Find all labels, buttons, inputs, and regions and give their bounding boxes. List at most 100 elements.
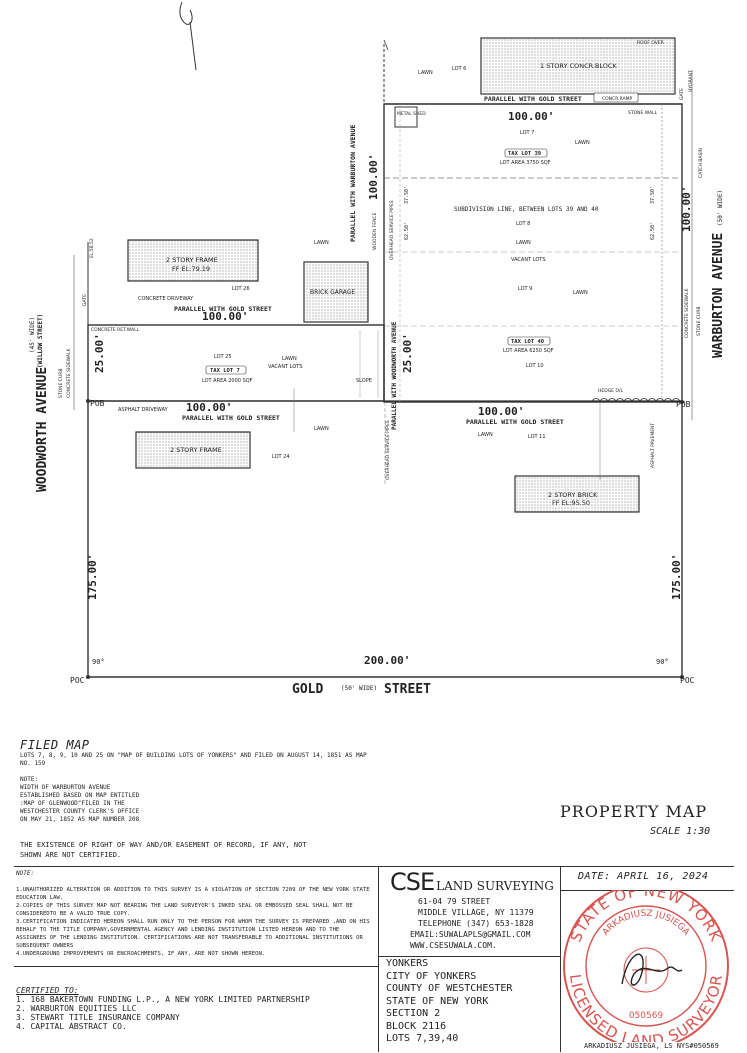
dim-bottom-left-100: 100.00': [186, 401, 232, 414]
filed-map-heading: FILED MAP: [20, 738, 90, 752]
lot-10: LOT 10: [526, 363, 544, 369]
survey-notes: NOTE: 1.UNAUTHORIZED ALTERATION OR ADDIT…: [16, 870, 372, 958]
company-email: EMAIL:SUWALAPLS@GMAIL.COM: [410, 930, 531, 939]
seal-emblem: [623, 947, 669, 993]
poc-left: POC: [70, 676, 85, 685]
tax-lot-39-area: LOT AREA 3750 SQF: [500, 160, 551, 166]
dim-left-25: 25.00': [93, 333, 106, 373]
dim-bottom-200: 200.00': [364, 654, 410, 667]
filed-map-note-line: :MAP OF GLENWOOD"FILED IN THE: [20, 800, 125, 807]
frame-top-label: 2 STORY FRAME: [166, 256, 218, 264]
location-line: LOTS 7,39,40: [386, 1033, 459, 1044]
company-phone: TELEPHONE (347) 653-1828: [418, 919, 534, 928]
signature: [621, 953, 683, 986]
company-website: WWW.CSESUWALA.COM.: [410, 941, 497, 950]
catch-basin-label: CATCH BASIN: [698, 148, 704, 178]
company-address-1: 61-04 79 STREET: [418, 897, 491, 906]
vacant-lots-right: VACANT LOTS: [511, 257, 546, 263]
stone-curb-left: STONE CURB: [58, 369, 64, 398]
brick-right-ff: FF EL:95.50: [552, 499, 590, 507]
dim-left-vertical-100: 100.00': [367, 154, 380, 200]
tax-lot-7-area: LOT AREA 2000 SQF: [202, 378, 253, 384]
concrete-driveway-label: CONCRETE DRIVEWAY: [138, 296, 194, 302]
gold-street-label: GOLD: [292, 682, 323, 697]
parallel-gold-top: PARALLEL WITH GOLD STREET: [484, 95, 582, 103]
gold-street-width-label: (50' WIDE): [341, 685, 377, 692]
certified-item: 4. CAPITAL ABSTRACT CO.: [16, 1022, 127, 1031]
metal-shed-label: METAL SHED: [397, 111, 426, 117]
dim-center-25: 25.00': [401, 333, 414, 373]
two-story-frame-bottom: [135, 431, 251, 469]
location-line: SECTION 2: [386, 1008, 441, 1019]
tax-lot-40-area: LOT AREA 6250 SQF: [503, 348, 554, 354]
filed-map-note-label: NOTE:: [20, 776, 39, 783]
filed-map-note-line: WIDTH OF WARBURTON AVENUE: [20, 784, 111, 791]
hedge-label: HEDGE O/L: [598, 388, 624, 394]
lawn-lot9: LAWN: [573, 290, 588, 296]
frame-bottom-label: 2 STORY FRAME: [170, 446, 222, 454]
subject-parcel-right: [383, 103, 683, 403]
filed-map-note-line: WESTCHESTER COUNTY CLERK'S OFFICE: [20, 808, 140, 815]
title-block-divider-5: [14, 966, 378, 967]
hedge: [591, 398, 681, 402]
note-item: 2.COPIES OF THIS SURVEY MAP NOT BEARING …: [16, 903, 353, 917]
gate-left-label: GATE: [82, 294, 88, 306]
surveyor-seal: STATE OF NEW YORK LICENSED LAND SURVEYOR…: [563, 890, 729, 1042]
location-line: STATE OF NEW YORK: [386, 995, 489, 1007]
parallel-gold-mid: PARALLEL WITH GOLD STREET: [174, 305, 272, 313]
concrete-sidewalk-left: CONCRETE SIDEWALK: [66, 348, 72, 398]
note-item: 1.UNAUTHORIZED ALTERATION OR ADDITION TO…: [16, 887, 370, 901]
dim-top-right-100: 100.00': [508, 110, 554, 123]
woodworth-alias-label: (WILLOW STREET): [37, 314, 44, 368]
frame-top-ff: FF EL:79.19: [172, 265, 210, 273]
seal-number: 050569: [629, 1011, 664, 1021]
overhead-pipes-bottom: OVERHEAD SERVICE PIPES: [385, 420, 391, 480]
pob-right: POB: [676, 400, 691, 409]
asphalt-pavement-label: ASPHALT PAVEMENT: [650, 423, 656, 468]
slope-label: SLOPE: [356, 378, 372, 384]
dim-right-175: 175.00': [670, 554, 683, 600]
survey-date: DATE: APRIL 16, 2024: [578, 871, 709, 882]
stone-curb-right: STONE CURB: [696, 307, 702, 336]
note-item: 3.CERTIFICATION INDICATED HEREON SHALL R…: [16, 919, 370, 949]
subdivision-line-label: SUBDIVISION LINE, BETWEEN LOTS 39 AND 40: [454, 206, 599, 213]
vacant-lots-left: VACANT LOTS: [268, 364, 303, 370]
tax-lot-7: TAX LOT 7: [210, 368, 240, 374]
woodworth-avenue-label: WOODWORTH AVENUE: [35, 367, 50, 492]
brick-right-label: 2 STORY BRICK: [548, 491, 598, 499]
tax-lot-40: TAX LOT 40: [511, 339, 544, 345]
title-block-divider-1: [378, 866, 379, 1052]
woodworth-width-label: (45' WIDE): [29, 317, 36, 353]
location-line: BLOCK 2116: [386, 1020, 447, 1032]
brick-garage-label: BRICK GARAGE: [310, 289, 355, 296]
warburton-width-label: (50' WIDE): [717, 190, 724, 226]
location-block: YONKERS CITY OF YONKERS COUNTY OF WESTCH…: [386, 958, 512, 1046]
el-top-label: EL:58.52: [89, 238, 95, 258]
dim-62-left: 62.50': [404, 222, 410, 240]
angle-left: 90°: [92, 658, 105, 666]
lot-8: LOT 8: [516, 221, 530, 227]
wooden-fence-label: WOODEN FENCE: [372, 212, 378, 250]
lawn-lot6: LAWN: [418, 70, 433, 76]
two-story-brick-right: [514, 475, 640, 513]
title-block-frame: [14, 866, 734, 1053]
certified-item: 2. WARBURTON EQUITIES LLC: [16, 1004, 137, 1013]
seal-name: ARKADIUSZ JUSIEGA: [601, 909, 692, 938]
note-item: 4.UNDERGROUND IMPROVEMENTS OR ENCROACHME…: [16, 951, 266, 957]
lot-24: LOT 24: [272, 454, 290, 460]
lawn-lot8: LAWN: [516, 240, 531, 246]
dim-mid-left-100: 100.00': [202, 310, 248, 323]
svg-text:ARKADIUSZ JUSIEGA: ARKADIUSZ JUSIEGA: [601, 909, 692, 938]
easement-statement: THE EXISTENCE OF RIGHT OF WAY AND/OR EAS…: [20, 841, 307, 859]
dim-left-175: 175.00': [86, 554, 99, 600]
property-map-title: PROPERTY MAP: [560, 802, 708, 821]
certified-heading: CERTIFIED TO:: [16, 986, 79, 995]
lot-6: LOT 6: [452, 66, 466, 72]
title-block-divider-2: [560, 866, 561, 1052]
hydrant-label: HYDRANT: [688, 70, 694, 92]
dim-37-right: 37.50': [650, 186, 656, 204]
lawn-lot24: LAWN: [314, 426, 329, 432]
dim-bottom-right-100: 100.00': [478, 405, 524, 418]
